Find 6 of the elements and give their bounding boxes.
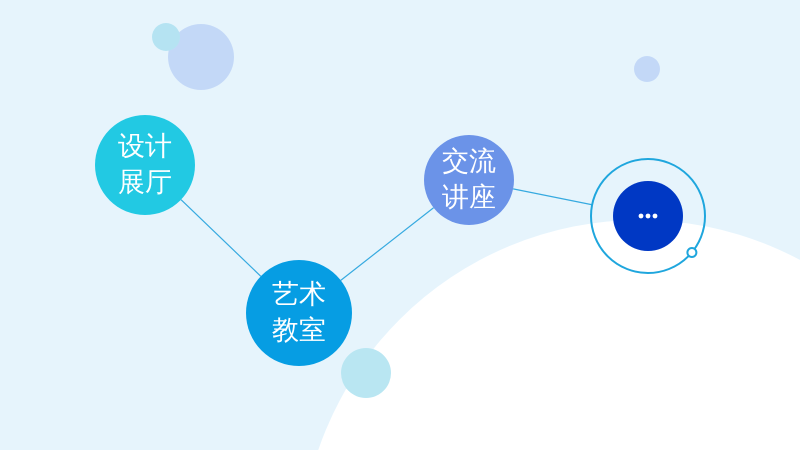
topic-label: 设计展厅 [117,130,173,200]
connector-line [513,188,592,206]
connector-line [340,207,434,281]
connector-line [180,199,262,277]
topic-label: 交流讲座 [441,145,497,215]
topic-label: 艺术教室 [271,278,327,348]
